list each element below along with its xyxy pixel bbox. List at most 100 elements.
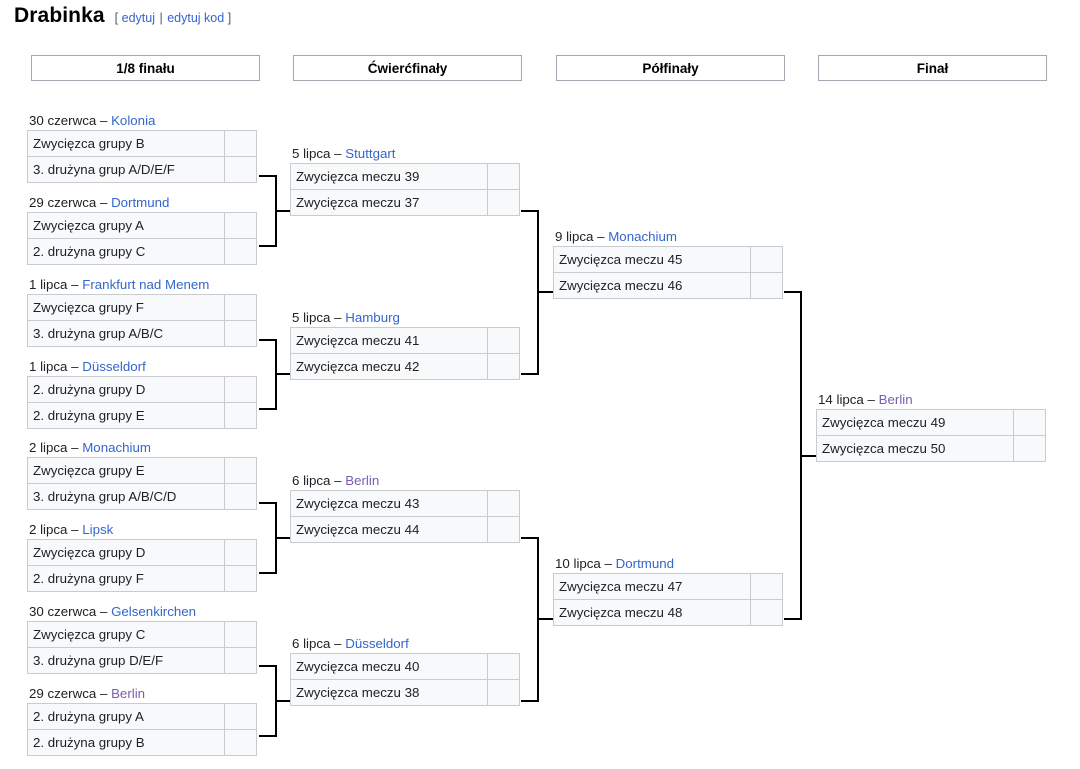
match-r16-1: 30 czerwca – Kolonia Zwycięzca grupy B 3… [27,112,257,183]
team-name: Zwycięzca meczu 44 [290,516,488,543]
table-row: Zwycięzca grupy D [27,539,257,566]
connector-r16-p2-bot [259,408,277,410]
team-name: Zwycięzca grupy E [27,457,225,484]
team-score [487,163,520,190]
match-date-line: 29 czerwca – Berlin [27,685,257,702]
team-name: 3. drużyna grup D/E/F [27,647,225,674]
match-date: 5 lipca [292,146,331,161]
round-header-round16: 1/8 finału [31,55,260,81]
venue-link[interactable]: Dortmund [111,195,170,210]
match-table: 2. drużyna grupy D 2. drużyna grupy E [27,376,257,429]
venue-link[interactable]: Gelsenkirchen [111,604,197,619]
team-name: Zwycięzca meczu 42 [290,353,488,380]
venue-link[interactable]: Berlin [111,686,146,701]
match-r16-6: 2 lipca – Lipsk Zwycięzca grupy D 2. dru… [27,521,257,592]
table-row: 3. drużyna grup A/B/C [27,320,257,347]
team-name: Zwycięzca meczu 48 [553,599,751,626]
venue-link[interactable]: Lipsk [82,522,114,537]
match-table: Zwycięzca grupy F 3. drużyna grup A/B/C [27,294,257,347]
team-name: Zwycięzca meczu 47 [553,573,751,600]
match-date-line: 1 lipca – Frankfurt nad Menem [27,276,257,293]
team-score [224,703,257,730]
team-score [224,647,257,674]
table-row: Zwycięzca meczu 48 [553,599,783,626]
match-r16-4: 1 lipca – Düsseldorf 2. drużyna grupy D … [27,358,257,429]
match-table: Zwycięzca grupy E 3. drużyna grup A/B/C/… [27,457,257,510]
date-venue-dash: – [71,277,83,292]
match-date: 29 czerwca [29,195,97,210]
match-table: Zwycięzca meczu 47 Zwycięzca meczu 48 [553,573,783,626]
team-score [487,516,520,543]
date-venue-dash: – [99,686,112,701]
team-score [224,402,257,429]
venue-link[interactable]: Kolonia [111,113,156,128]
team-name: Zwycięzca grupy B [27,130,225,157]
match-table: Zwycięzca meczu 40 Zwycięzca meczu 38 [290,653,520,706]
table-row: 3. drużyna grup D/E/F [27,647,257,674]
table-row: Zwycięzca meczu 43 [290,490,520,517]
team-name: 2. drużyna grupy F [27,565,225,592]
match-date: 5 lipca [292,310,331,325]
connector-qf-p1-bot [521,373,539,375]
match-table: Zwycięzca grupy C 3. drużyna grup D/E/F [27,621,257,674]
connector-qf-p2-top [521,537,539,539]
table-row: 2. drużyna grupy A [27,703,257,730]
connector-r16-p2-out [275,373,293,375]
table-row: Zwycięzca grupy E [27,457,257,484]
team-name: Zwycięzca grupy F [27,294,225,321]
connector-r16-p1-out [275,210,293,212]
team-score [487,327,520,354]
edit-source-link[interactable]: edytuj kod [167,11,225,25]
venue-link[interactable]: Düsseldorf [82,359,146,374]
match-date: 9 lipca [555,229,594,244]
team-name: 2. drużyna grupy A [27,703,225,730]
edit-link[interactable]: edytuj [121,11,155,25]
connector-r16-p4-top [259,665,277,667]
match-table: Zwycięzca grupy B 3. drużyna grup A/D/E/… [27,130,257,183]
match-date: 30 czerwca [29,113,97,128]
table-row: Zwycięzca meczu 38 [290,679,520,706]
team-name: Zwycięzca meczu 46 [553,272,751,299]
match-date-line: 30 czerwca – Kolonia [27,112,257,129]
table-row: Zwycięzca meczu 42 [290,353,520,380]
date-venue-dash: – [99,195,112,210]
date-venue-dash: – [597,229,609,244]
match-r16-2: 29 czerwca – Dortmund Zwycięzca grupy A … [27,194,257,265]
connector-r16-p3-top [259,502,277,504]
table-row: Zwycięzca grupy C [27,621,257,648]
team-name: Zwycięzca meczu 39 [290,163,488,190]
date-venue-dash: – [99,604,112,619]
venue-link[interactable]: Dortmund [615,556,675,571]
team-name: Zwycięzca meczu 43 [290,490,488,517]
date-venue-dash: – [334,310,346,325]
venue-link[interactable]: Monachium [82,440,151,455]
match-table: 2. drużyna grupy A 2. drużyna grupy B [27,703,257,756]
team-name: 2. drużyna grupy D [27,376,225,403]
team-score [487,189,520,216]
venue-link[interactable]: Monachium [608,229,677,244]
table-row: Zwycięzca meczu 50 [816,435,1046,462]
match-date-line: 10 lipca – Dortmund [553,555,783,572]
bracket-close: ] [227,11,232,25]
team-score [224,156,257,183]
venue-link[interactable]: Hamburg [345,310,400,325]
venue-link[interactable]: Frankfurt nad Menem [82,277,210,292]
team-score [224,212,257,239]
connector-sf-bot [784,618,802,620]
venue-link[interactable]: Berlin [345,473,380,488]
edit-separator: | [159,11,163,25]
venue-link[interactable]: Stuttgart [345,146,396,161]
match-date-line: 2 lipca – Lipsk [27,521,257,538]
match-table: Zwycięzca meczu 41 Zwycięzca meczu 42 [290,327,520,380]
date-venue-dash: – [604,556,616,571]
date-venue-dash: – [71,440,83,455]
venue-link[interactable]: Berlin [878,392,913,407]
venue-link[interactable]: Düsseldorf [345,636,409,651]
table-row: Zwycięzca meczu 47 [553,573,783,600]
team-name: Zwycięzca meczu 40 [290,653,488,680]
match-r16-8: 29 czerwca – Berlin 2. drużyna grupy A 2… [27,685,257,756]
table-row: 2. drużyna grupy C [27,238,257,265]
connector-qf-p2-out [537,618,555,620]
team-score [1013,409,1046,436]
round-header-quarterfinals: Ćwierćfinały [293,55,522,81]
